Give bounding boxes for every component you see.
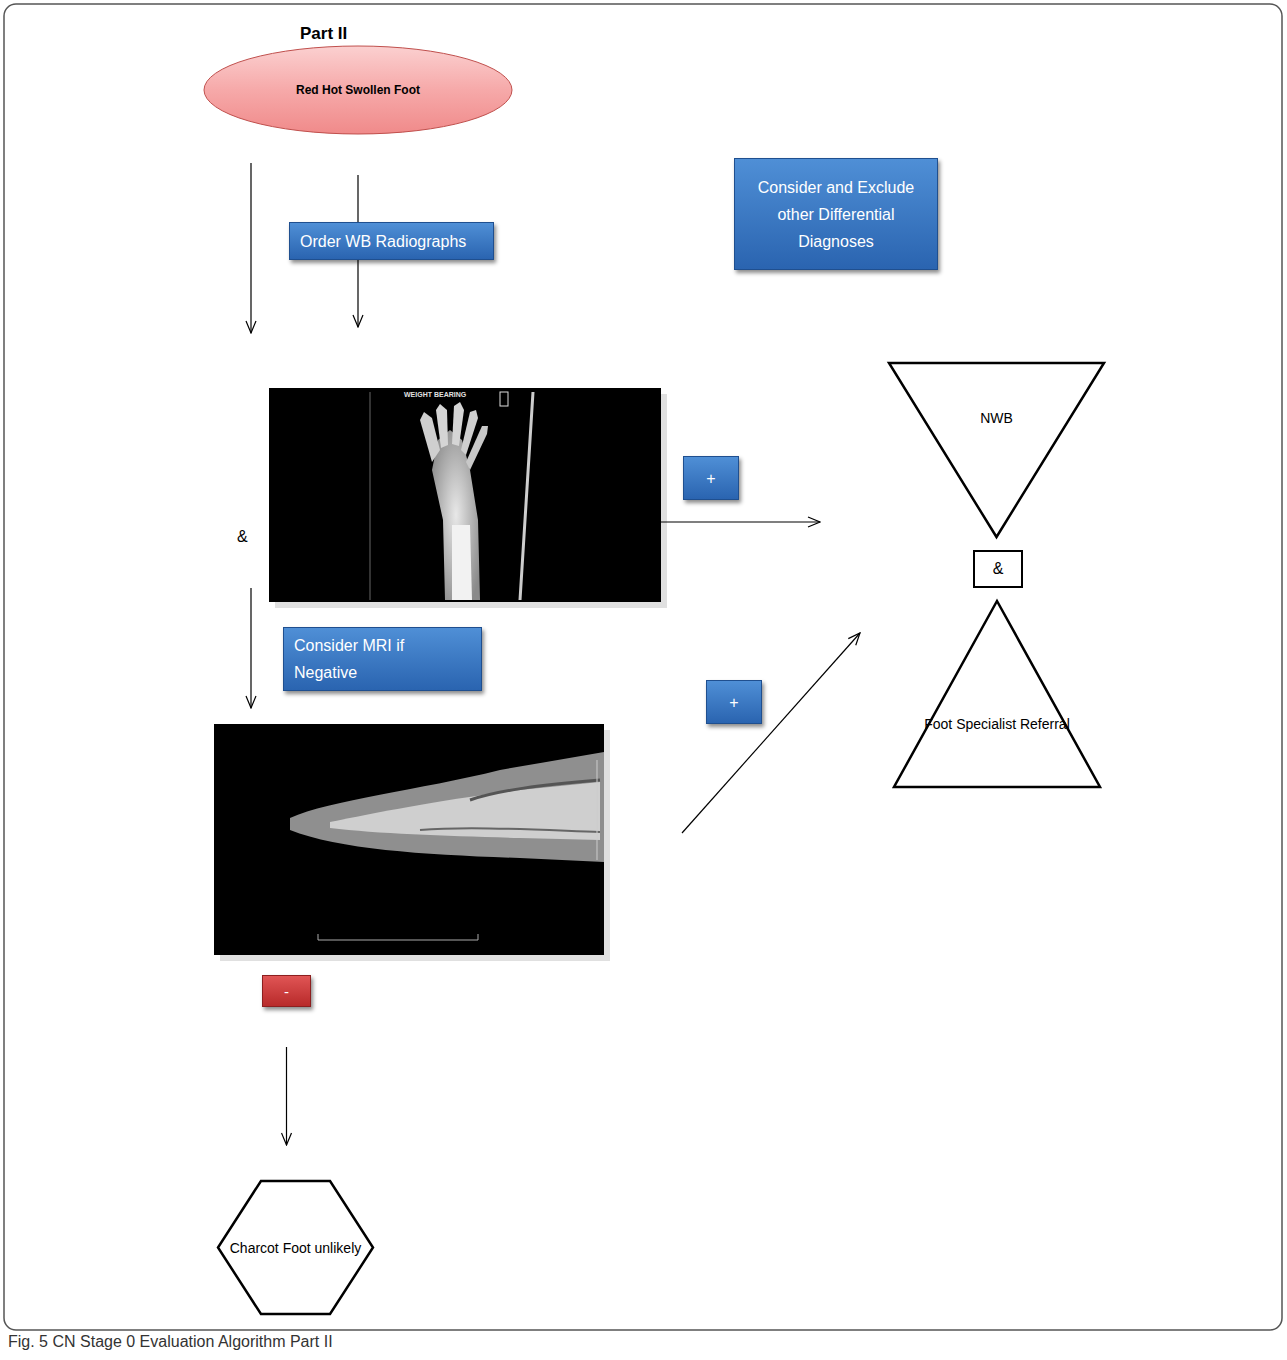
image-annotation: WEIGHT BEARING [404,391,466,398]
mri-image [214,724,610,961]
and-box: & [973,550,1023,588]
positive-marker: + [683,456,739,500]
node-text: Red Hot Swollen Foot [296,83,420,97]
node-text: Consider MRI if Negative [294,632,471,686]
action-box: Order WB Radiographs [289,222,494,260]
flow-arrow [682,633,860,833]
node-text: Foot Specialist Referral [924,712,1070,736]
node-text: + [706,465,715,492]
xray-image [269,388,667,608]
tri-up-outline [893,600,1101,788]
title: Part II [300,24,347,44]
caption: Fig. 5 CN Stage 0 Evaluation Algorithm P… [8,1333,333,1351]
negative-marker: - [262,975,311,1007]
node-text: NWB [980,410,1013,426]
node-text: Charcot Foot unlikely [230,1236,362,1260]
node-text: Consider and Exclude other Differential … [745,174,927,255]
tri-down-outline [888,362,1105,538]
flow-arrow [661,521,820,522]
figure-frame [4,4,1282,1330]
flow-arrow [250,588,251,708]
node-text: + [729,689,738,716]
node-text: & [993,560,1004,578]
positive-marker: + [706,680,762,724]
action-box: Consider MRI if Negative [283,627,482,691]
node-text: - [284,983,289,1000]
node-text: Order WB Radiographs [300,228,466,255]
and-symbol: & [237,528,248,546]
flow-arrow [286,1047,287,1145]
action-box: Consider and Exclude other Differential … [734,158,938,270]
outcome-triangle: NWB [888,362,1105,538]
outcome-triangle: Foot Specialist Referral [893,600,1101,788]
outcome-hexagon: Charcot Foot unlikely [217,1180,374,1315]
start-ellipse: Red Hot Swollen Foot [203,45,513,135]
flow-arrow [250,163,251,333]
